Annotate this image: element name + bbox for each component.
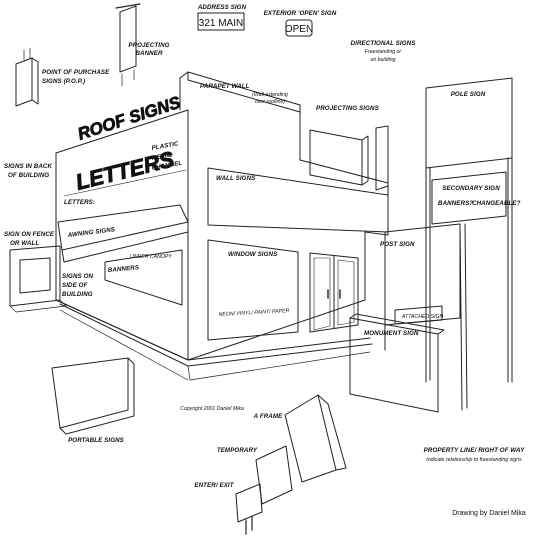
temporary-sign (255, 445, 293, 505)
signs-in-back-label-1: SIGNS IN BACK (4, 163, 52, 170)
attached-sign (394, 305, 443, 325)
portable-sign (51, 357, 129, 429)
monument-sign (349, 317, 439, 413)
banner-panel (104, 249, 183, 306)
fence-sign-label-1: SIGN ON FENCE (4, 231, 55, 238)
roof-signs-label: ROOF SIGNS (75, 93, 183, 144)
pole-sign-label: POLE SIGN (451, 91, 486, 98)
pop-sign (15, 57, 33, 107)
directional-signs-label: DIRECTIONAL SIGNS (351, 40, 417, 47)
projecting-banner-label-1: PROJECTING (128, 42, 169, 49)
banners-q-label: BANNERS? (438, 200, 473, 207)
secondary-sign-label: SECONDARY SIGN (442, 185, 500, 192)
address-sign-box (197, 12, 245, 31)
projecting-banner (119, 5, 137, 73)
projecting-banner-label-2: BANNER (135, 50, 163, 57)
entrance-doors (309, 252, 359, 333)
side-signs-label-1: SIGNS ON (62, 273, 93, 280)
parapet-note-1: (Wall extending (252, 92, 288, 98)
enter-exit-sign (235, 483, 263, 523)
post-sign-label: POST SIGN (380, 241, 415, 248)
temporary-label: TEMPORARY (217, 447, 258, 454)
wall-signs-label: WALL SIGNS (216, 175, 256, 182)
open-value: OPEN (285, 24, 313, 35)
enter-exit-label: ENTER/ EXIT (194, 482, 234, 489)
side-signs-label-3: BUILDING (62, 291, 93, 298)
signs-in-back-label-2: OF BUILDING (8, 172, 49, 179)
address-value: 321 MAIN (199, 18, 243, 29)
awning-signs-label: AWNING SIGNS (66, 226, 116, 239)
letter-types-1: PLASTIC (151, 140, 179, 152)
under-canopy-label: UNDER CANOPY (130, 254, 172, 260)
open-sign-label: EXTERIOR 'OPEN' SIGN (264, 10, 337, 17)
banners-label: BANNERS (108, 264, 141, 274)
a-frame-sign (284, 394, 337, 483)
open-sign-box (285, 19, 313, 37)
a-frame-label: A FRAME (253, 413, 283, 420)
projecting-sign-box (309, 129, 363, 186)
secondary-sign-panel (431, 171, 507, 225)
pop-label-2: SIGNS (P.O.P.) (42, 78, 85, 85)
changeable-q-label: CHANGEABLE? (472, 200, 521, 207)
awning (57, 204, 189, 251)
letter-types-2: METAL (151, 151, 173, 162)
projecting-blade-sign (375, 125, 389, 191)
fence-sign (9, 245, 61, 307)
pop-label-1: POINT OF PURCHASE (42, 69, 110, 76)
projecting-signs-label: PROJECTING SIGNS (316, 105, 380, 112)
property-line-label: PROPERTY LINE/ RIGHT OF WAY (424, 447, 525, 454)
attached-sign-label: ATTACHED SIGN (401, 314, 444, 320)
window-signs-label: WINDOW SIGNS (228, 251, 278, 258)
property-line-sub: Indicate relationship to freestanding si… (426, 457, 522, 463)
address-sign-label: ADDRESS SIGN (197, 4, 247, 11)
neon-vinyl-label: NEON/ VINYL/ PAINT/ PAPER (218, 308, 289, 318)
directional-sub-2: on building (370, 57, 395, 63)
side-signs-label-2: SIDE OF (62, 282, 88, 289)
fence-sign-label-2: OR WALL (10, 240, 39, 247)
monument-sign-label: MONUMENT SIGN (364, 330, 419, 337)
directional-sub-1: Freestanding or (365, 49, 402, 55)
parapet-note-2: over roofline) (255, 99, 286, 105)
drawing-credit: Drawing by Daniel Mika (452, 510, 526, 517)
letters-colon-label: LETTERS: (64, 199, 95, 206)
copyright-label: Copyright 2001 Daniel Mika (180, 406, 244, 412)
window-sign-panel (207, 239, 299, 341)
portable-signs-label: PORTABLE SIGNS (68, 437, 125, 444)
parapet-wall-label: PARAPET WALL (200, 83, 250, 90)
